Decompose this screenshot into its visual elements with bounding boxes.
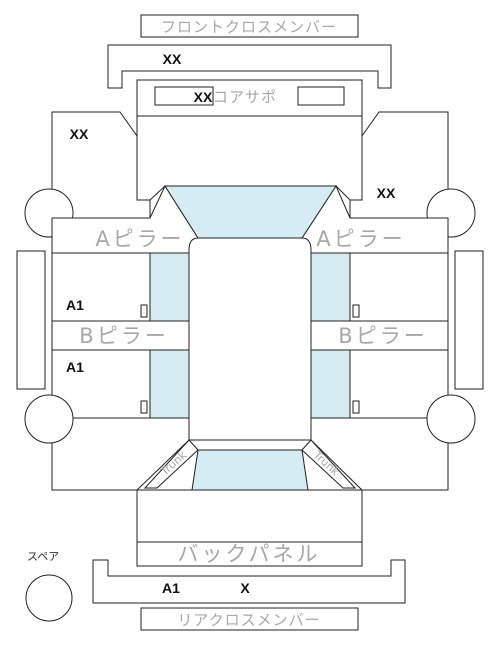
back-panel-label: バックパネル	[178, 542, 321, 566]
rear-window	[191, 449, 309, 491]
front-cross-member	[107, 44, 392, 89]
core-support-right-slot	[297, 86, 345, 106]
core-support-code: XX	[194, 89, 213, 105]
back-panel	[136, 541, 363, 567]
rear-panel	[136, 489, 363, 543]
core-support-label: コアサポ	[213, 88, 277, 106]
front-member-code: XX	[163, 51, 182, 67]
rear-cross-member-label: リアクロスメンバー	[177, 611, 320, 629]
trunk-hinge-left	[143, 439, 199, 489]
left-side-sill	[16, 250, 46, 390]
left-front-window	[149, 252, 190, 322]
left-rear-door-handle	[140, 400, 148, 414]
b-pillar-right	[310, 320, 449, 351]
right-side-sill	[454, 250, 484, 390]
a-pillar-right-label: Aピラー	[316, 227, 405, 251]
rear-cross-member-label-box	[140, 607, 359, 631]
rear-cross-member	[92, 559, 406, 604]
b-pillar-left	[51, 320, 190, 351]
left-front-door-handle	[140, 304, 148, 318]
b-pillar-right-label: Bピラー	[338, 324, 427, 348]
left-rear-window	[149, 349, 190, 419]
left-front-door-code: A1	[66, 297, 84, 313]
right-front-door-handle	[352, 304, 360, 318]
rear-right-wheel	[426, 394, 476, 444]
b-pillar-left-label: Bピラー	[79, 324, 168, 348]
front-right-code: XX	[377, 185, 396, 201]
right-front-window	[310, 252, 351, 322]
spare-tire	[25, 574, 73, 622]
left-rear-door-code: A1	[66, 359, 84, 375]
front-left-code: XX	[70, 126, 89, 142]
rear-left-wheel	[24, 394, 74, 444]
a-pillar-left-label: Aピラー	[95, 227, 184, 251]
spare-label: スペア	[27, 550, 59, 563]
core-support-left-slot	[154, 86, 214, 106]
roof	[188, 237, 312, 451]
rear-member-left-code: A1	[162, 580, 180, 596]
front-cross-member-label: フロントクロスメンバー	[161, 18, 337, 36]
right-rear-door-handle	[352, 400, 360, 414]
trunk-hinge-right	[301, 439, 357, 489]
rear-member-right-code: X	[240, 580, 250, 596]
right-rear-window	[310, 349, 351, 419]
front-cross-member-label-box	[140, 14, 359, 38]
